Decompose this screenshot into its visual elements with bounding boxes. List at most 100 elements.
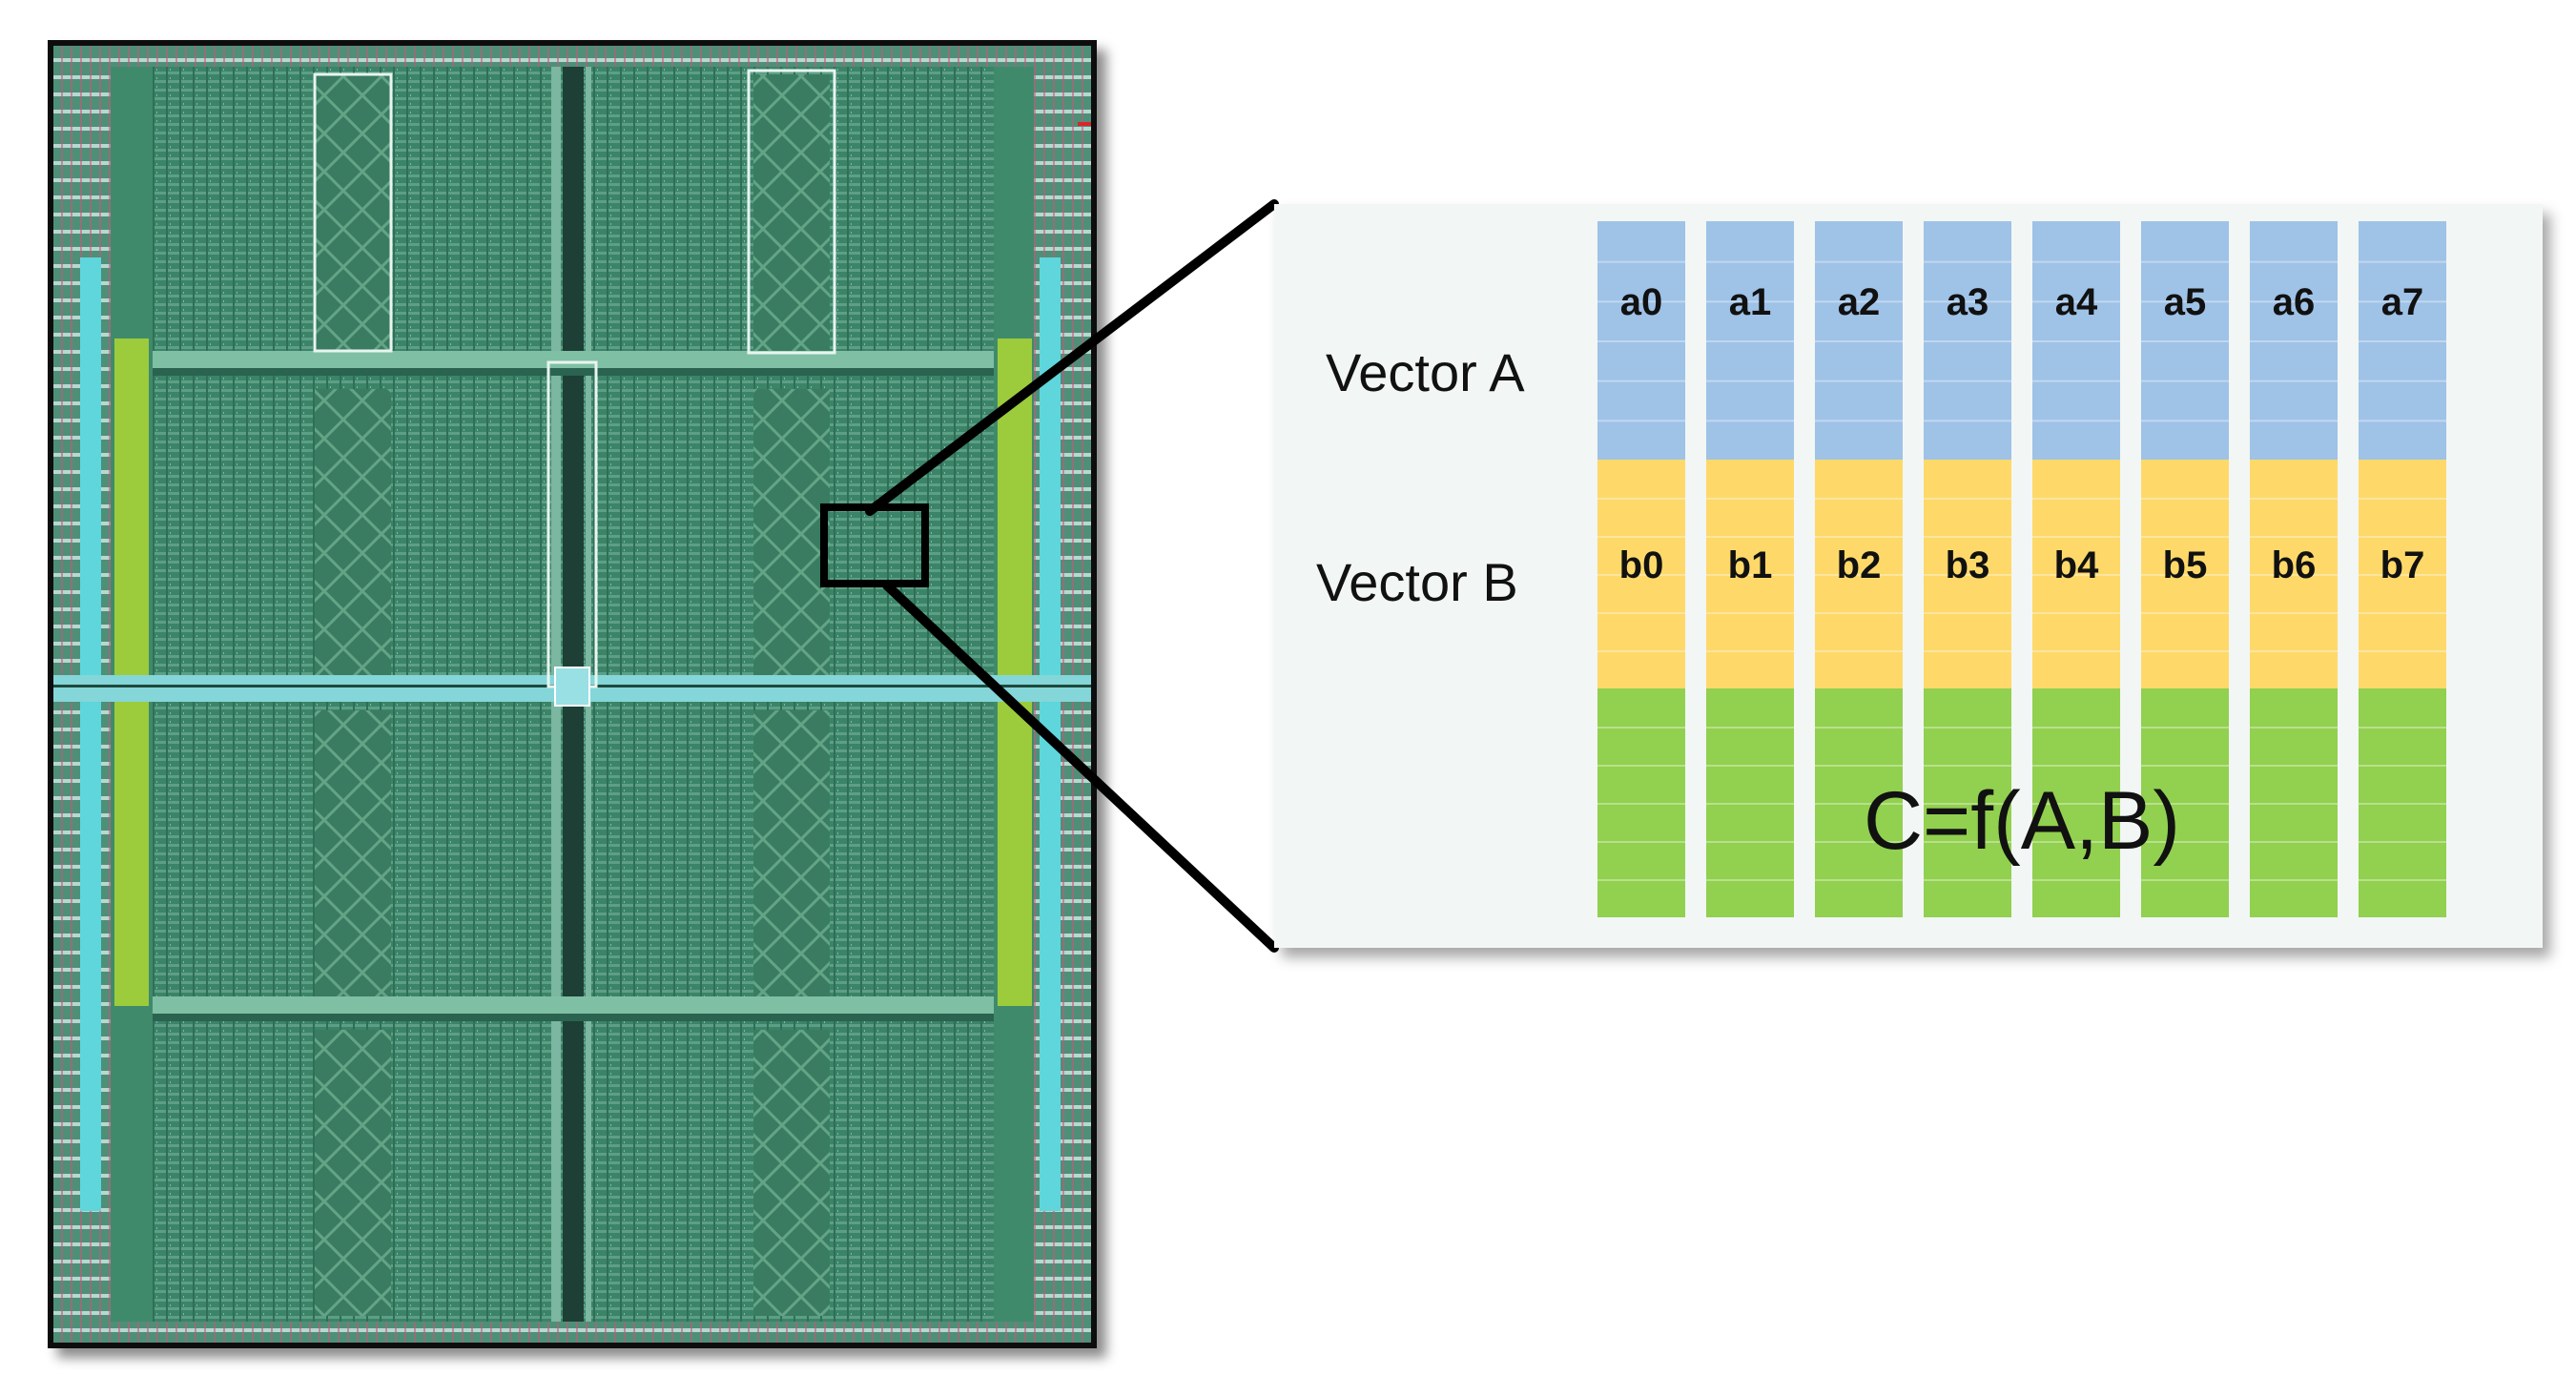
lane-divider xyxy=(2141,300,2229,303)
result-cell xyxy=(1597,688,1685,917)
die-mesh-column-8 xyxy=(753,1030,830,1316)
lane-divider xyxy=(1597,498,1685,500)
vector-b-cell-label: b7 xyxy=(2380,544,2425,586)
lane-divider xyxy=(2359,650,2446,652)
vector-a-cell-label: a4 xyxy=(2055,281,2098,323)
lane-divider xyxy=(1706,841,1794,843)
lane-divider xyxy=(2250,574,2338,576)
lane-divider xyxy=(2359,841,2446,843)
result-cell xyxy=(1815,688,1903,917)
die-cyan-strip-left xyxy=(80,257,101,1211)
lane-divider xyxy=(2359,612,2446,614)
vector-b-cell xyxy=(2141,460,2229,688)
vector-a-cell-label: a5 xyxy=(2164,281,2207,323)
lane-divider xyxy=(2141,574,2229,576)
vector-b-cell xyxy=(2032,460,2120,688)
lane-divider xyxy=(2250,420,2338,422)
lane-divider xyxy=(2141,420,2229,422)
lane-divider xyxy=(1597,765,1685,767)
lane-divider xyxy=(1706,536,1794,538)
lane-divider xyxy=(2032,260,2120,263)
result-cell xyxy=(2032,688,2120,917)
lane-divider xyxy=(2250,260,2338,263)
die-lime-column-left xyxy=(114,339,149,1006)
lane-divider xyxy=(2032,727,2120,729)
lane-divider xyxy=(2359,420,2446,422)
lane-divider xyxy=(2141,498,2229,500)
vector-b-cell-label: b2 xyxy=(1837,544,1882,586)
die-mesh-column-4 xyxy=(315,1030,391,1316)
vector-b-cell xyxy=(1924,460,2011,688)
lane-divider xyxy=(2250,498,2338,500)
die-bus-lower-dark xyxy=(153,1014,994,1021)
lane-divider xyxy=(1815,380,1903,382)
lane-divider xyxy=(2141,612,2229,614)
vector-a-cell xyxy=(1706,221,1794,460)
lane-divider xyxy=(1924,765,2011,767)
lane-divider xyxy=(1815,536,1903,538)
die-mesh-column-1 xyxy=(315,74,391,351)
lane-divider xyxy=(1924,380,2011,382)
die-mesh-column-2 xyxy=(315,389,391,675)
lane-divider xyxy=(2359,727,2446,729)
vector-b-cell-label: b6 xyxy=(2272,544,2317,586)
lane-divider xyxy=(2250,765,2338,767)
die-layout xyxy=(53,46,1091,1343)
vector-a-cell xyxy=(1924,221,2011,460)
vector-b-cell-label: b0 xyxy=(1619,544,1664,586)
lane-divider xyxy=(1815,498,1903,500)
die-center-block xyxy=(554,667,590,707)
lane-divider xyxy=(2141,879,2229,881)
result-cell xyxy=(1924,688,2011,917)
lane-divider xyxy=(1815,340,1903,342)
lane-divider xyxy=(2250,536,2338,538)
lane-divider xyxy=(1706,300,1794,303)
die-lime-column-right xyxy=(998,339,1032,1006)
lane-divider xyxy=(1924,612,2011,614)
lane-divider xyxy=(1706,879,1794,881)
lane-divider xyxy=(2141,803,2229,805)
result-cell xyxy=(2359,688,2446,917)
vector-b-cell xyxy=(1815,460,1903,688)
vector-b-cell xyxy=(2359,460,2446,688)
lane-divider xyxy=(2250,727,2338,729)
lane-divider xyxy=(1815,803,1903,805)
lane-divider xyxy=(2032,574,2120,576)
zoom-leader-line-top xyxy=(865,199,1279,516)
lane-divider xyxy=(2141,727,2229,729)
lane-divider xyxy=(1706,340,1794,342)
vector-a-cell xyxy=(2359,221,2446,460)
vector-b-cell-label: b4 xyxy=(2054,544,2099,586)
lane-divider xyxy=(1597,650,1685,652)
vector-a-cell-label: a3 xyxy=(1947,281,1989,323)
lane-divider xyxy=(1815,841,1903,843)
vector-b-cell xyxy=(1597,460,1685,688)
lane-divider xyxy=(2032,612,2120,614)
lane-divider xyxy=(1597,260,1685,263)
lane-divider xyxy=(2032,650,2120,652)
lane-divider xyxy=(1706,420,1794,422)
lane-divider xyxy=(2141,841,2229,843)
result-label: C=f(A,B) xyxy=(1864,775,2180,867)
lane-divider xyxy=(2359,340,2446,342)
die-edge-io-top xyxy=(111,46,1034,67)
vector-a-cell-label: a7 xyxy=(2381,281,2424,323)
lane-divider xyxy=(1815,612,1903,614)
lane-divider xyxy=(1815,727,1903,729)
lane-divider xyxy=(1815,260,1903,263)
vector-a-cell-label: a2 xyxy=(1838,281,1881,323)
lane-divider xyxy=(1706,260,1794,263)
lane-divider xyxy=(1924,879,2011,881)
lane-divider xyxy=(1706,727,1794,729)
die-bus-lower xyxy=(153,996,994,1014)
lane-divider xyxy=(1815,650,1903,652)
lane-divider xyxy=(2250,340,2338,342)
lane-divider xyxy=(2032,340,2120,342)
result-cell xyxy=(2250,688,2338,917)
lane-divider xyxy=(1597,420,1685,422)
lane-divider xyxy=(1597,841,1685,843)
die-mesh-column-7 xyxy=(753,710,830,996)
lane-divider xyxy=(2032,803,2120,805)
lane-divider xyxy=(1706,612,1794,614)
vector-b-cell-label: b3 xyxy=(1946,544,1990,586)
